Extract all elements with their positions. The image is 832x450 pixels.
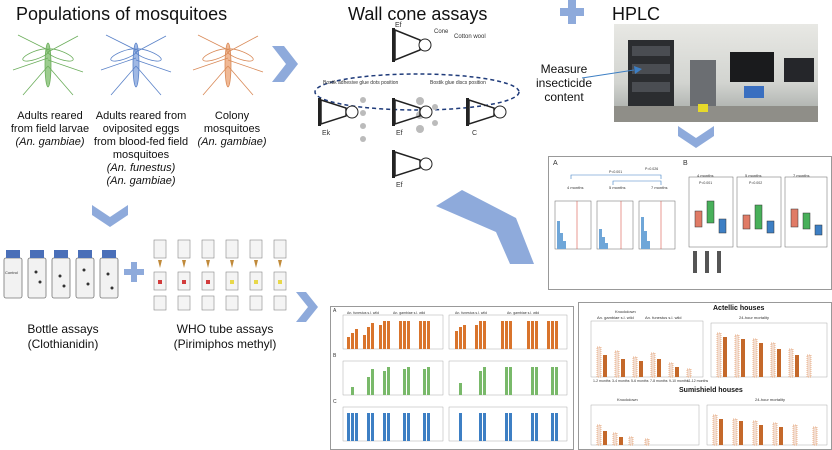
houses-mortality-2: 24-hour mortality (755, 397, 786, 402)
group-colony: Colony mosquitoes (An. gambiae) (197, 110, 267, 148)
group-oviposited-eggs: Adults reared from oviposited eggs from … (93, 110, 189, 187)
cone-ef-bottom-label: Ef (396, 182, 403, 189)
cone-ef-mid-icon (392, 98, 433, 126)
sumishield-title: Sumishield houses (679, 387, 743, 394)
group-field-larvae: Adults reared from field larvae (An. gam… (10, 110, 90, 148)
plus-bottle-icon (124, 262, 144, 282)
mosquito-green-icon (12, 34, 84, 96)
bottles-illustration (3, 250, 119, 299)
hplc-panel-a: A (553, 160, 558, 167)
hplc-title: HPLC (612, 4, 661, 24)
hplc-histograms (554, 174, 676, 250)
chevron-diagonal-icon (436, 190, 534, 264)
p-value-1: P<0.001 (609, 170, 623, 174)
arrow-to-hplc-icon (581, 66, 642, 79)
results-label-a: A (333, 308, 337, 314)
bottle-assays-label: Bottle assays (Clothianidin) (27, 322, 99, 351)
hplc-a-title-3: 7 months (651, 185, 668, 190)
chevron-down-hplc-icon (678, 126, 714, 148)
glue-discs-label: Bostik glue discs position (430, 80, 486, 86)
cone-c-label: C (472, 130, 478, 137)
plus-icon (560, 0, 584, 24)
p-value-3: P<0.001 (699, 181, 713, 185)
bottle-control-label: Control (5, 270, 18, 275)
cone-top-ef: Ef (395, 22, 402, 29)
houses-bars (590, 320, 828, 446)
x-tick-6: 11-12 months (687, 379, 709, 383)
populations-title: Populations of mosquitoes (16, 4, 228, 24)
hplc-boxplots (688, 176, 828, 273)
chevron-down-icon (92, 205, 128, 227)
mosquito-blue-icon (100, 34, 172, 96)
who-tubes-illustration (153, 239, 287, 311)
results-header-1: An. funestus s.l. wild (347, 311, 379, 315)
hplc-b-title-3: 7 months (793, 173, 810, 178)
houses-knockdown-1: Knockdown (615, 309, 636, 314)
cotton-label: Cotton wool (454, 34, 486, 40)
hplc-a-title-1: 4 months (567, 185, 584, 190)
p-value-2: P=0.026 (645, 167, 659, 171)
results-label-b: B (333, 353, 337, 359)
hplc-results-panel: A B 4 months 5 months 7 months (548, 156, 832, 290)
cone-ek-label: Ek (322, 130, 331, 137)
hplc-b-title-1: 4 months (697, 173, 714, 178)
wall-cone-title: Wall cone assays (348, 4, 488, 24)
x-tick-5: 9-10 months (669, 379, 689, 383)
hplc-b-title-2: 5 months (745, 173, 762, 178)
x-tick-4: 7-8 months (650, 379, 668, 383)
houses-legend-gambiae: An. gambiae s.l. wild (597, 315, 634, 320)
who-tube-label: WHO tube assays (Pirimiphos methyl) (173, 322, 277, 351)
mosquito-orange-icon (192, 34, 264, 96)
houses-knockdown-2: Knockdown (617, 397, 638, 402)
cone-c-icon (466, 98, 507, 126)
glue-dots-label: Bostik adhesive glue dots position (323, 80, 399, 86)
results-header-2: An. gambiae s.l. wild (393, 311, 426, 315)
results-header-3: An. funestus s.l. wild (455, 311, 487, 315)
cone-ef-bottom-icon (392, 150, 433, 178)
actellic-title: Actellic houses (713, 305, 765, 312)
results-header-4: An. gambiae s.l. wild (507, 311, 540, 315)
x-tick-2: 3-4 months (612, 379, 630, 383)
x-tick-3: 5-6 months (631, 379, 649, 383)
cone-ef-mid-label: Ef (396, 130, 403, 137)
p-value-4: P=0.002 (749, 181, 763, 185)
houses-panel: Actellic houses Knockdown 24-hour mortal… (578, 302, 832, 450)
cone-top-icon (392, 28, 432, 62)
houses-legend-funestus: An. funestus s.l. wild (645, 315, 682, 320)
hplc-photo (614, 24, 818, 122)
hplc-a-title-2: 5 months (609, 185, 626, 190)
hplc-panel-b: B (683, 160, 688, 167)
chevron-right-results-icon (296, 292, 318, 322)
measure-label: Measure insecticide content (535, 62, 593, 104)
results-label-c: C (333, 399, 337, 405)
glue-positions-ellipse (314, 73, 520, 111)
cone-ek-icon (318, 98, 359, 126)
bioassay-results-panel: A B C An. funestus s.l. wild An. gambiae… (330, 306, 574, 450)
houses-mortality-1: 24-hour mortality (739, 315, 770, 320)
x-tick-1: 1-2 months (593, 379, 611, 383)
results-bars (342, 314, 568, 442)
cone-label: Cone (434, 29, 449, 35)
chevron-right-icon (272, 46, 298, 82)
